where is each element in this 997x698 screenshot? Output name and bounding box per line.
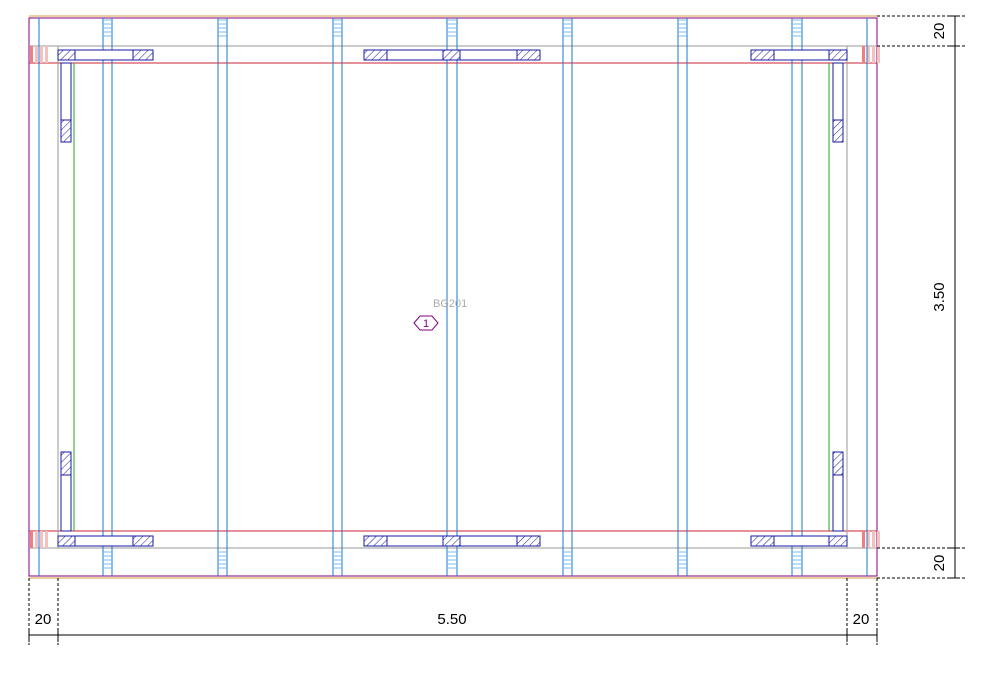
outer-outline [28,17,878,577]
window-hatch [832,119,844,143]
window-hatch [828,49,848,61]
wall-end-mark [872,531,875,548]
dimension-lines [28,15,965,645]
wall-end-mark [45,531,48,548]
wall-end-mark [867,46,870,63]
dim-right-middle: 3.50 [931,282,948,311]
dim-bottom-left: 20 [35,611,52,628]
room-marker-number: 1 [423,318,429,330]
wall-end-mark [40,531,43,548]
wall-end-mark [872,46,875,63]
window-hatch [132,535,154,547]
window-hatch [363,49,388,61]
wall-end-mark [867,531,870,548]
window-hatch [828,535,848,547]
window-hatch [832,451,844,476]
window-hatch [363,535,388,547]
wall-end-mark [30,46,33,63]
wall-end-mark [862,46,865,63]
dim-right-bottom: 20 [931,555,948,572]
room-label: BG201 [433,298,467,310]
window-hatch [516,49,541,61]
wall-end-mark [35,46,38,63]
dim-right-top: 20 [931,23,948,40]
window-hatch [442,535,461,547]
window-hatch [60,119,72,143]
window-hatch [132,49,154,61]
windows [57,49,848,547]
wall-end-mark [45,46,48,63]
wall-end-mark [862,531,865,548]
window-hatch [516,535,541,547]
wall-end-mark [877,46,880,63]
room-marker[interactable]: 1 [413,315,439,331]
window-hatch [750,49,775,61]
wall-end-mark [877,531,880,548]
window-hatch [57,49,76,61]
dim-bottom-right: 20 [853,611,870,628]
wall-end-mark [35,531,38,548]
dim-bottom-middle: 5.50 [437,611,466,628]
structure-lines [28,15,880,579]
window-hatch [442,49,461,61]
wall-end-mark [40,46,43,63]
wall-end-mark [30,531,33,548]
window-hatch [750,535,775,547]
window-hatch [57,535,76,547]
window-hatch [60,451,72,476]
